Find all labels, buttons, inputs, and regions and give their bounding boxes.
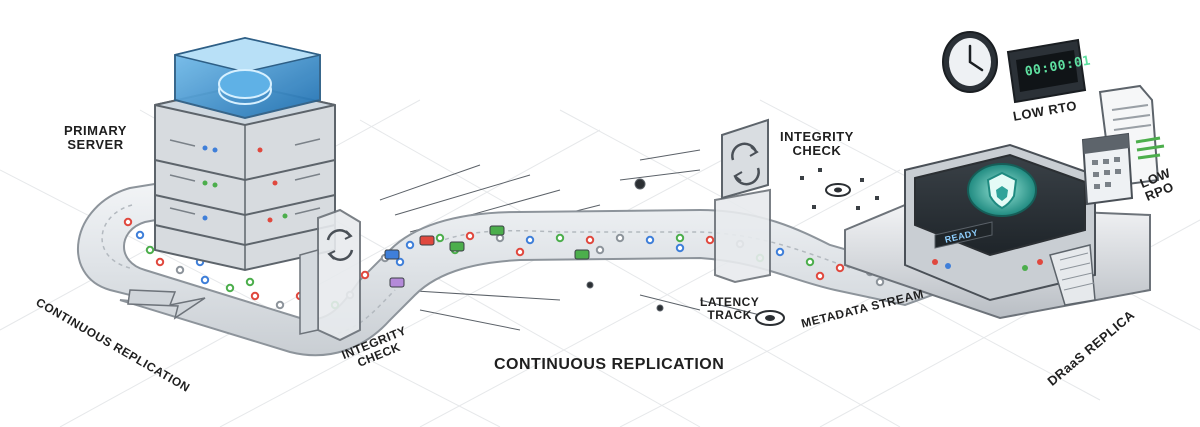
data-packet-dot [465, 231, 475, 241]
integrity-check-right-line2: CHECK [792, 143, 842, 159]
integrity-check-right-label: INTEGRITY CHECK [780, 129, 854, 159]
data-packet-dot [250, 291, 260, 301]
data-packet-dot [805, 257, 815, 267]
integrity-check-gate-left [299, 208, 361, 342]
data-packet-dot [705, 235, 715, 245]
clock-icon [942, 31, 998, 93]
data-packet-dot [585, 235, 595, 245]
data-packet-dot [495, 233, 505, 243]
calendar-document-icon [1081, 84, 1165, 206]
data-packet-dot [435, 233, 445, 243]
primary-server-icon [154, 36, 336, 272]
latency-node [755, 168, 879, 326]
data-packet-dot [155, 257, 165, 267]
sync-icon [731, 142, 760, 186]
data-packet-dot [645, 235, 655, 245]
primary-server-label-line2: SERVER [67, 137, 124, 153]
data-packet-icon [449, 241, 465, 252]
data-packet-dot [360, 270, 370, 280]
continuous-replication-center-label: CONTINUOUS REPLICATION [494, 356, 725, 373]
data-packet-dot [835, 263, 845, 273]
data-packet-dot [775, 247, 785, 257]
latency-track-line2: TRACK [707, 308, 752, 323]
data-packet-dot [595, 245, 605, 255]
data-packet-dot [675, 233, 685, 243]
flow-arrow-icon [127, 289, 206, 320]
data-packet-dot [815, 271, 825, 281]
data-packet-icon [574, 249, 590, 260]
data-packet-dot [515, 247, 525, 257]
integrity-check-gate-right [714, 118, 771, 284]
digital-timer-icon [1006, 38, 1087, 104]
data-packet-dot [225, 283, 235, 293]
draas-replica-appliance [844, 143, 1151, 320]
sync-icon [326, 229, 354, 261]
data-packet-dot [123, 217, 133, 227]
data-packet-dot [675, 243, 685, 253]
data-packet-icon [389, 277, 405, 288]
data-packet-dot [135, 230, 145, 240]
data-packet-dot [875, 277, 885, 287]
data-packet-icon [419, 235, 435, 246]
data-packet-dot [555, 233, 565, 243]
data-packet-dot [405, 240, 415, 250]
primary-server-label: PRIMARY SERVER [64, 123, 127, 153]
data-packet-dot [200, 275, 210, 285]
data-packet-dot [395, 257, 405, 267]
integrity-check-right-line1: INTEGRITY [780, 129, 854, 144]
data-packet-dot [145, 245, 155, 255]
data-packet-icon [489, 225, 505, 236]
data-packet-dot [615, 233, 625, 243]
primary-server-label-line1: PRIMARY [64, 123, 127, 138]
data-packet-dot [175, 265, 185, 275]
data-packet-dot [245, 277, 255, 287]
data-packet-icon [384, 249, 400, 260]
data-packet-dot [275, 300, 285, 310]
latency-track-label: LATENCY TRACK [700, 295, 760, 323]
latency-track-line1: LATENCY [700, 295, 760, 309]
data-packet-dot [525, 235, 535, 245]
